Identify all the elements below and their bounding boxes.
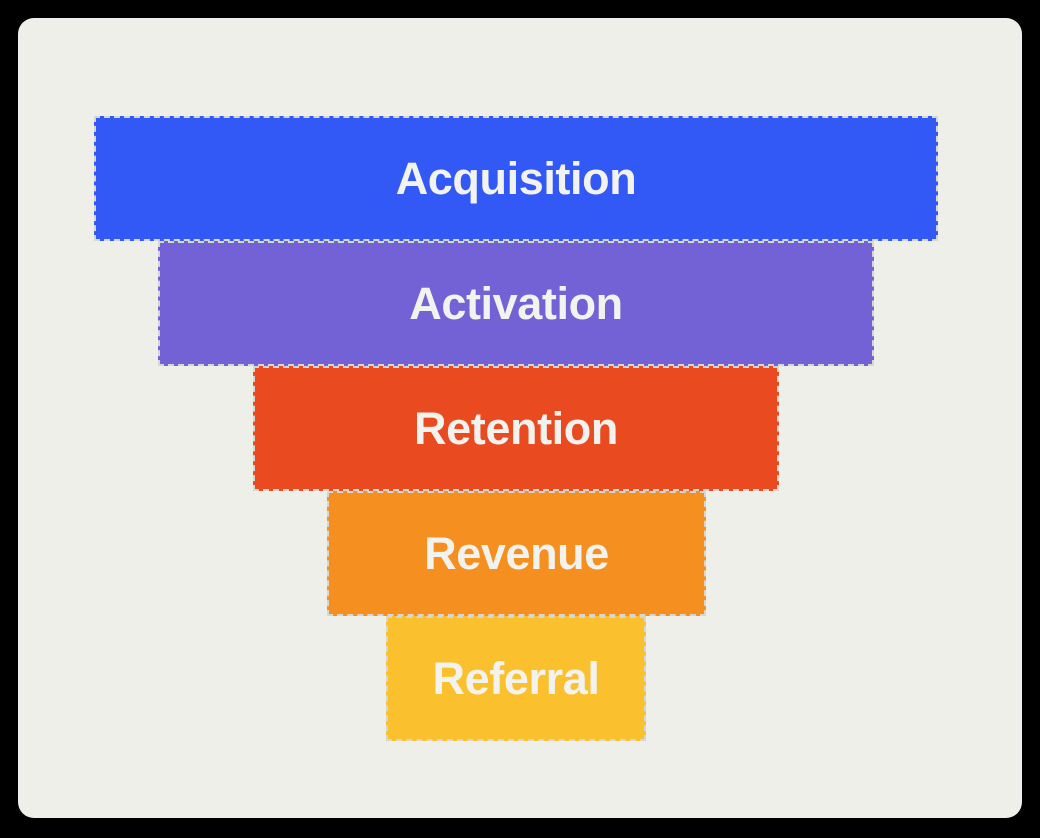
funnel-band[interactable]: Revenue <box>327 491 706 616</box>
funnel-band-label: Acquisition <box>395 153 637 204</box>
funnel-band-label: Retention <box>414 403 618 454</box>
funnel-band-label: Activation <box>409 278 623 329</box>
funnel-band[interactable]: Acquisition <box>94 116 938 241</box>
funnel-band-label: Revenue <box>424 528 609 579</box>
funnel-band[interactable]: Retention <box>253 366 779 491</box>
funnel-band[interactable]: Referral <box>386 616 646 741</box>
funnel-band[interactable]: Activation <box>158 241 874 366</box>
funnel-band-label: Referral <box>432 653 600 704</box>
